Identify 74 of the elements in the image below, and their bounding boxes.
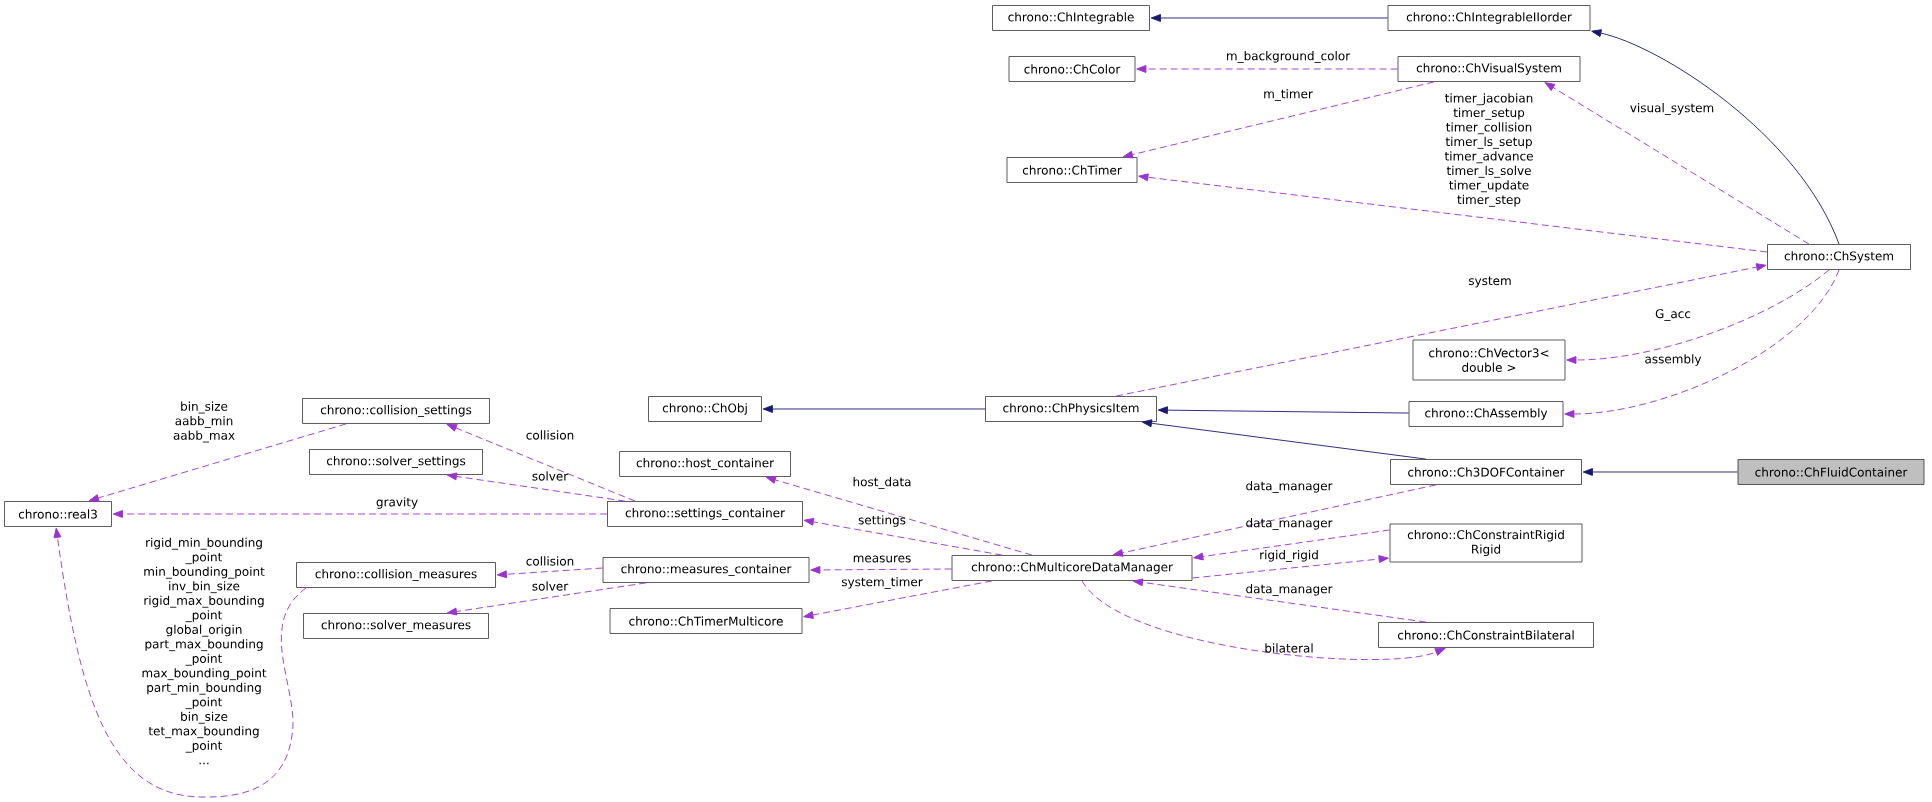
arrow [810,566,953,574]
edge-label: data_manager [1246,518,1333,530]
arrow [1112,484,1437,557]
class-box: chrono::ChAssembly [1408,401,1564,427]
arrow [53,527,307,798]
arrow [1150,14,1389,22]
arrow [1191,555,1389,579]
class-box: chrono::solver_settings [309,449,483,475]
class-box: chrono::ChVector3< double > [1412,339,1566,381]
edge-label: rigid_min_bounding _point min_bounding_point inv_bin_size rigid_max_bounding _point global_origin part_max_bounding _point max_bounding_point part_min_bounding _point bin_size tet_max_bounding _point ... [142,537,267,765]
class-box: chrono::real3 [4,501,112,527]
class-box: chrono::ChTimerMulticore [609,608,803,634]
edge-label: host_data [853,477,911,489]
arrow [1122,81,1435,159]
class-box: chrono::ChMulticoreDataManager [951,555,1193,581]
arrow [1544,82,1810,245]
edge-label: collision [526,556,574,566]
edge-label: solver [532,471,569,481]
edge-label: bilateral [1265,643,1313,653]
arrow [1132,578,1427,623]
class-box: chrono::Ch3DOFContainer [1390,459,1582,485]
edge-label: G_acc [1655,309,1691,321]
arrow [1141,419,1427,460]
class-box: chrono::collision_measures [296,562,496,588]
edge-label: collision [526,430,574,440]
arrow [1136,65,1399,73]
arrow [803,580,993,619]
class-box: chrono::host_container [619,451,791,477]
class-box: chrono::ChIntegrable [992,5,1150,31]
class-box: chrono::ChColor [1008,56,1136,82]
class-box: chrono::ChTimer [1006,157,1138,183]
class-box: chrono::ChIntegrableIIorder [1387,5,1591,31]
edge-label: timer_jacobian timer_setup timer_collision timer_ls_setup timer_advance timer_ls_solve timer_update timer_step [1444,93,1533,207]
class-box: chrono::ChFluidContainer [1737,459,1925,485]
class-box: chrono::ChConstraintRigid Rigid [1389,523,1583,563]
edge-label: bin_size aabb_min aabb_max [173,401,235,443]
class-box: chrono::ChSystem [1767,244,1911,270]
arrow [496,567,604,579]
class-box: chrono::ChVisualSystem [1397,56,1581,82]
class-box: chrono::solver_measures [303,613,489,639]
class-box: chrono::ChConstraintBilateral [1378,622,1594,648]
arrow [1582,468,1739,476]
arrow [1193,529,1391,561]
edge-label: visual_system [1630,103,1714,115]
edge-label: system [1468,276,1511,288]
arrow [1566,269,1830,364]
arrow [112,510,608,518]
arrow [446,472,626,502]
class-box: chrono::collision_settings [302,398,490,424]
arrow [446,423,636,502]
edge-label: data_manager [1246,584,1333,596]
class-box: chrono::measures_container [602,557,810,583]
arrow [803,517,1003,556]
arrow [1157,406,1410,415]
class-box: chrono::settings_container [607,501,803,527]
edge-label: settings [858,515,906,527]
edge-label: m_timer [1264,89,1313,101]
arrow [765,476,1033,556]
arrow [1138,173,1768,253]
arrow [1115,263,1767,397]
edge-label: gravity [376,497,418,509]
edge-label: system_timer [841,577,923,589]
edge-label: assembly [1645,354,1702,366]
edge-label: measures [853,555,911,563]
arrow [762,405,986,413]
edge-label: m_background_color [1227,51,1351,63]
class-box: chrono::ChObj [648,396,762,422]
arrow [1081,580,1446,661]
edge-label: rigid_rigid [1260,550,1318,562]
arrow [1564,269,1840,418]
edge-label: solver [532,581,569,591]
edge-label: data_manager [1246,481,1333,493]
class-box: chrono::ChPhysicsItem [985,396,1157,422]
arrow [1591,29,1840,245]
